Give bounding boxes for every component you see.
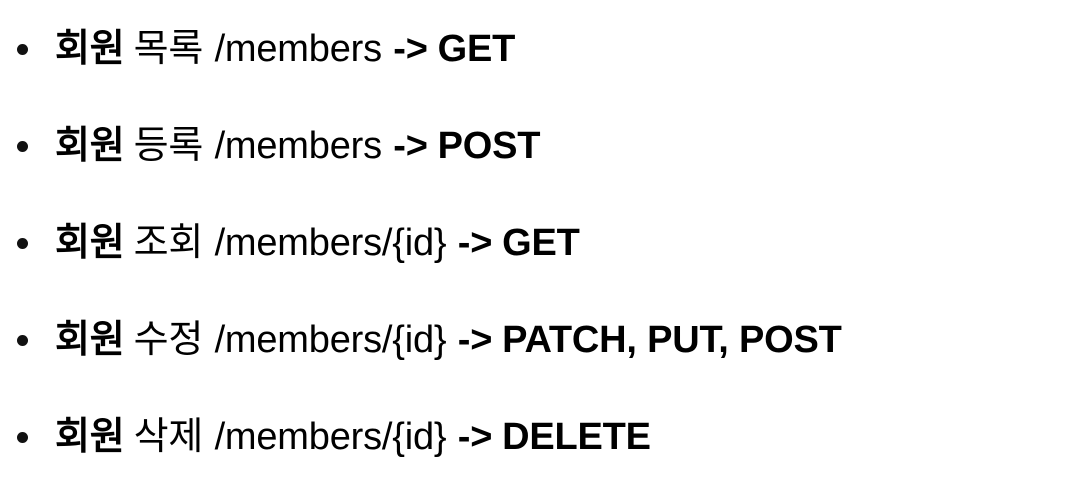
endpoint-path: /members	[214, 124, 383, 167]
bullet-icon	[17, 334, 28, 346]
bullet-icon	[17, 140, 28, 152]
http-method-label: PATCH, PUT, POST	[502, 318, 842, 361]
action-label: 삭제	[133, 415, 204, 458]
action-label: 등록	[133, 124, 204, 167]
endpoint-path: /members	[214, 27, 383, 70]
http-method-label: GET	[502, 221, 580, 264]
endpoint-path: /members/{id}	[214, 318, 447, 361]
arrow-icon: ->	[457, 221, 493, 264]
arrow-icon: ->	[457, 318, 493, 361]
http-method-label: POST	[437, 124, 541, 167]
resource-label: 회원	[55, 27, 125, 70]
http-method-label: DELETE	[502, 415, 651, 458]
bullet-icon	[17, 43, 28, 55]
endpoint-path: /members/{id}	[214, 221, 447, 264]
action-label: 수정	[133, 318, 204, 361]
bullet-icon	[17, 431, 28, 443]
resource-label: 회원	[55, 221, 125, 264]
arrow-icon: ->	[393, 27, 428, 70]
resource-label: 회원	[55, 415, 125, 458]
arrow-icon: ->	[457, 415, 493, 458]
http-method-label: GET	[437, 27, 516, 70]
action-label: 조회	[133, 221, 204, 264]
endpoint-path: /members/{id}	[214, 415, 447, 458]
action-label: 목록	[133, 27, 204, 70]
resource-label: 회원	[55, 124, 125, 167]
resource-label: 회원	[55, 318, 125, 361]
arrow-icon: ->	[393, 124, 428, 167]
bullet-icon	[17, 237, 28, 249]
